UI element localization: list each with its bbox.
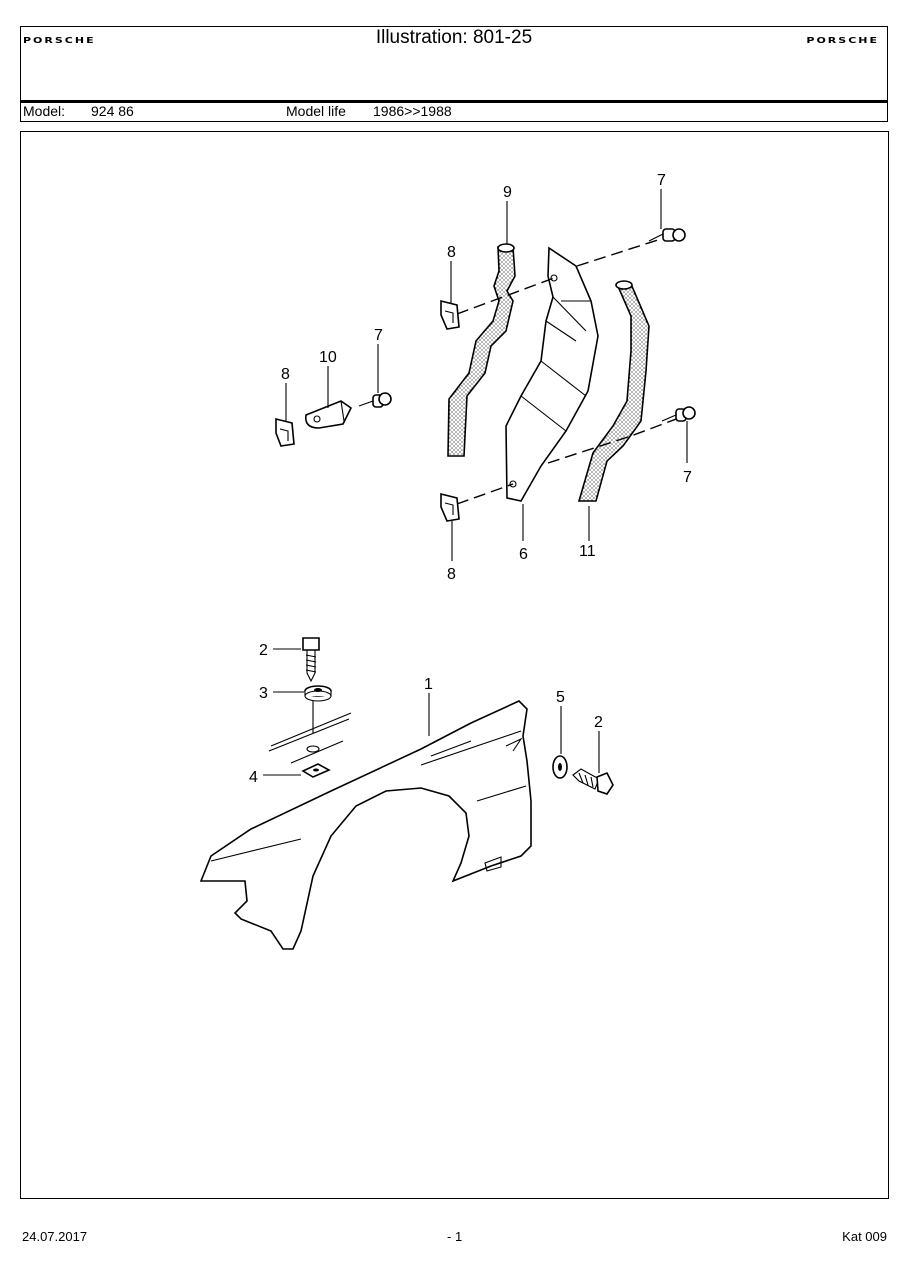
callout-bolt-middle-left: 7 <box>374 327 383 344</box>
callout-screw-right: 2 <box>594 714 603 731</box>
callout-bracket: 10 <box>319 349 337 366</box>
bolt-top-part <box>648 228 686 242</box>
model-life-label: Model life <box>286 103 346 119</box>
callout-bolt-top: 7 <box>657 172 666 189</box>
clip-left-part <box>275 417 295 447</box>
callout-clip-bottom: 8 <box>447 566 456 583</box>
callout-screw-left: 2 <box>259 642 268 659</box>
clip-nut-part <box>301 763 331 778</box>
bolt-middle-right-part <box>661 406 696 422</box>
callout-clip-top: 8 <box>447 244 456 261</box>
model-value: 924 86 <box>91 103 134 119</box>
callout-seal-right: 11 <box>579 543 596 560</box>
footer-page-number: - 1 <box>447 1229 463 1244</box>
seal-left-part <box>447 243 516 457</box>
bracket-part <box>304 400 353 429</box>
screw-right-part <box>572 768 614 795</box>
clip-top-part <box>440 299 460 330</box>
washer-left-part <box>304 685 332 702</box>
fender-part <box>199 700 532 950</box>
callout-washer-left: 3 <box>259 685 268 702</box>
callout-wheelhouse-cover: 6 <box>519 546 528 563</box>
model-life-value: 1986>>1988 <box>373 103 452 119</box>
clip-bottom-part <box>440 492 460 522</box>
illustration-title: Illustration: 801-25 <box>375 27 533 48</box>
footer-catalog: Kat 009 <box>842 1229 887 1244</box>
callout-seal-left: 9 <box>503 184 512 201</box>
model-label: Model: <box>23 103 66 119</box>
callout-bolt-middle-right: 7 <box>683 469 692 486</box>
porsche-logo-right: PORSCHE <box>806 36 879 46</box>
diagram-canvas: 9 8 7 10 7 8 7 6 11 8 2 3 4 1 5 2 <box>199 172 696 950</box>
porsche-logo-left: PORSCHE <box>23 36 96 46</box>
exploded-parts-diagram: 9 8 7 10 7 8 7 6 11 8 2 3 4 1 5 2 <box>20 131 889 1199</box>
wheelhouse-cover-part <box>505 246 599 502</box>
header-divider <box>21 100 887 103</box>
callout-clip-left: 8 <box>281 366 290 383</box>
washer-right-part <box>552 755 568 779</box>
footer-date: 24.07.2017 <box>22 1229 88 1244</box>
header-box: PORSCHE Illustration: 801-25 PORSCHE Mod… <box>20 26 888 122</box>
seal-right-part <box>577 280 650 502</box>
screw-left-part <box>302 637 320 683</box>
callout-fender: 1 <box>424 676 433 693</box>
callout-clip-nut: 4 <box>249 769 258 786</box>
callout-washer-right: 5 <box>556 689 565 706</box>
bolt-middle-left-part <box>358 392 392 408</box>
